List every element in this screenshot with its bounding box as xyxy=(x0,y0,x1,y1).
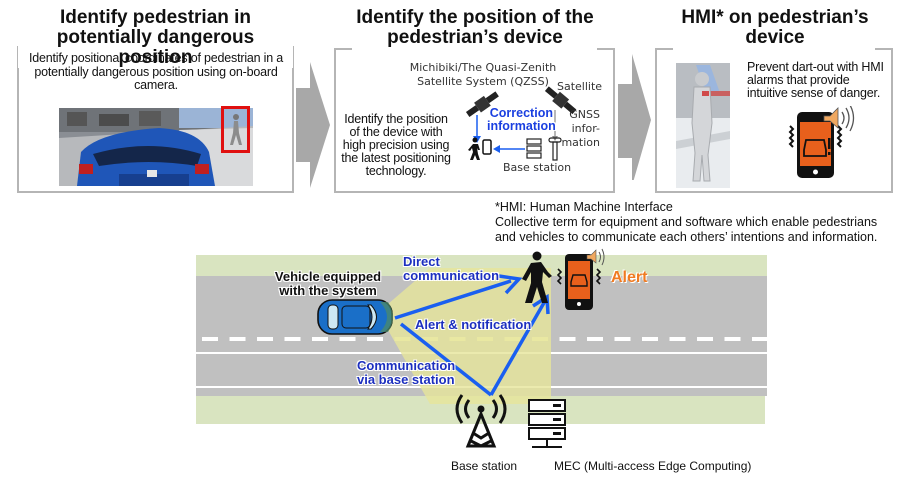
qzss-label-line1: Michibiki/The Quasi-Zenith xyxy=(409,61,557,74)
via-base-label-line1: Communication xyxy=(357,358,456,373)
direct-label-line2: communication xyxy=(403,268,500,283)
vehicle-label: Vehicle equipped with the system xyxy=(268,270,388,298)
gnss-satellite-icon xyxy=(544,86,577,115)
via-base-label-line2: via base station xyxy=(357,372,455,387)
direct-communication-label: Direct communication xyxy=(403,255,499,283)
step1-heading-line2: potentially dangerous position xyxy=(56,27,255,68)
step1-description: Identify positional coordinates of pedes… xyxy=(28,51,284,92)
alert-notification-label: Alert & notification xyxy=(415,317,532,332)
step3-heading-line1: HMI* on pedestrian’s xyxy=(681,7,869,28)
alert-label: Alert xyxy=(611,269,648,286)
lane-dash xyxy=(642,337,658,341)
onboard-camera-image xyxy=(59,108,253,186)
communication-arrows xyxy=(394,274,550,397)
lane-dash xyxy=(312,337,328,341)
step1-heading: Identify pedestrian in potentially dange… xyxy=(18,8,293,68)
pedestrian-highlight-box xyxy=(221,106,250,153)
step3-box xyxy=(655,48,893,193)
mec-server-icon xyxy=(528,399,566,448)
step2-heading: Identify the position of the pedestrian’… xyxy=(350,8,600,48)
footnote-line2: Collective term for equipment and softwa… xyxy=(495,215,878,229)
qzss-label: Michibiki/The Quasi-Zenith Satellite Sys… xyxy=(398,61,568,89)
footnote-line3: and vehicles to communicate each others’… xyxy=(495,230,878,244)
mec-label: MEC (Multi-access Edge Computing) xyxy=(554,459,752,473)
phone-alarm-icon xyxy=(788,106,855,178)
footnote-line1: *HMI: Human Machine Interface xyxy=(495,200,673,214)
correction-label-line2: information xyxy=(487,119,556,133)
lane-dash xyxy=(284,337,301,341)
sidewalk-top xyxy=(196,255,767,276)
step2-description: Identify the position of the device with… xyxy=(341,112,451,178)
lane-dash xyxy=(367,337,383,341)
qzss-label-line2: Satellite System (QZSS) xyxy=(417,75,549,88)
alert-phone-icon xyxy=(556,248,605,310)
lane-dash xyxy=(339,337,356,341)
vehicle-label-line1: Vehicle equipped xyxy=(274,269,382,284)
lane-dash xyxy=(559,337,576,341)
lane-dash xyxy=(202,337,218,341)
lane-dash xyxy=(752,337,768,341)
vehicle-label-line2: with the system xyxy=(279,283,377,298)
lane-dash xyxy=(614,337,631,341)
server-icon-small xyxy=(526,138,542,159)
vehicle-icon xyxy=(317,299,393,335)
pedestrian-icon xyxy=(522,251,552,303)
lane-dash xyxy=(587,337,603,341)
pedestrian-with-device-icon xyxy=(468,137,492,160)
flow-arrow-1 xyxy=(296,62,330,188)
step3-heading-line2: device xyxy=(745,27,805,48)
gnss-label-line1: GNSS xyxy=(569,108,600,121)
step3-description: Prevent dart-out with HMI alarms that pr… xyxy=(747,60,884,100)
base-station-antenna-icon xyxy=(548,137,562,161)
lane-dash xyxy=(724,337,741,341)
hmi-footnote: *HMI: Human Machine Interface Collective… xyxy=(495,200,910,245)
correction-label-line1: Correction xyxy=(489,106,553,120)
sensor-beam xyxy=(388,268,551,404)
lane-dash xyxy=(257,337,273,341)
base-station-label-step2: Base station xyxy=(503,161,572,174)
step2-heading-line1: Identify the position of the xyxy=(356,7,594,28)
gnss-information-label: GNSS infor- mation xyxy=(558,108,600,150)
gnss-label-line3: mation xyxy=(561,136,600,149)
satellite-label: Satellite xyxy=(557,80,603,93)
pedestrian-using-phone-image xyxy=(676,63,730,188)
communication-via-base-label: Communication via base station xyxy=(357,359,455,387)
step2-box xyxy=(334,48,615,193)
lane-dash xyxy=(669,337,686,341)
step1-heading-line1: Identify pedestrian in xyxy=(59,7,252,28)
base-station-label: Base station xyxy=(451,459,518,473)
direct-label-line1: Direct xyxy=(403,254,440,269)
qzss-satellite-icon xyxy=(465,91,499,117)
step2-heading-line2: pedestrian’s device xyxy=(387,27,563,48)
step3-heading: HMI* on pedestrian’s device xyxy=(675,8,875,48)
gnss-label-line2: infor- xyxy=(571,122,600,135)
base-station-tower-icon xyxy=(455,394,507,448)
flow-arrow-2 xyxy=(618,54,651,180)
lane-dash xyxy=(229,337,246,341)
lane-dash xyxy=(697,337,713,341)
correction-information-label: Correction information xyxy=(487,107,556,133)
